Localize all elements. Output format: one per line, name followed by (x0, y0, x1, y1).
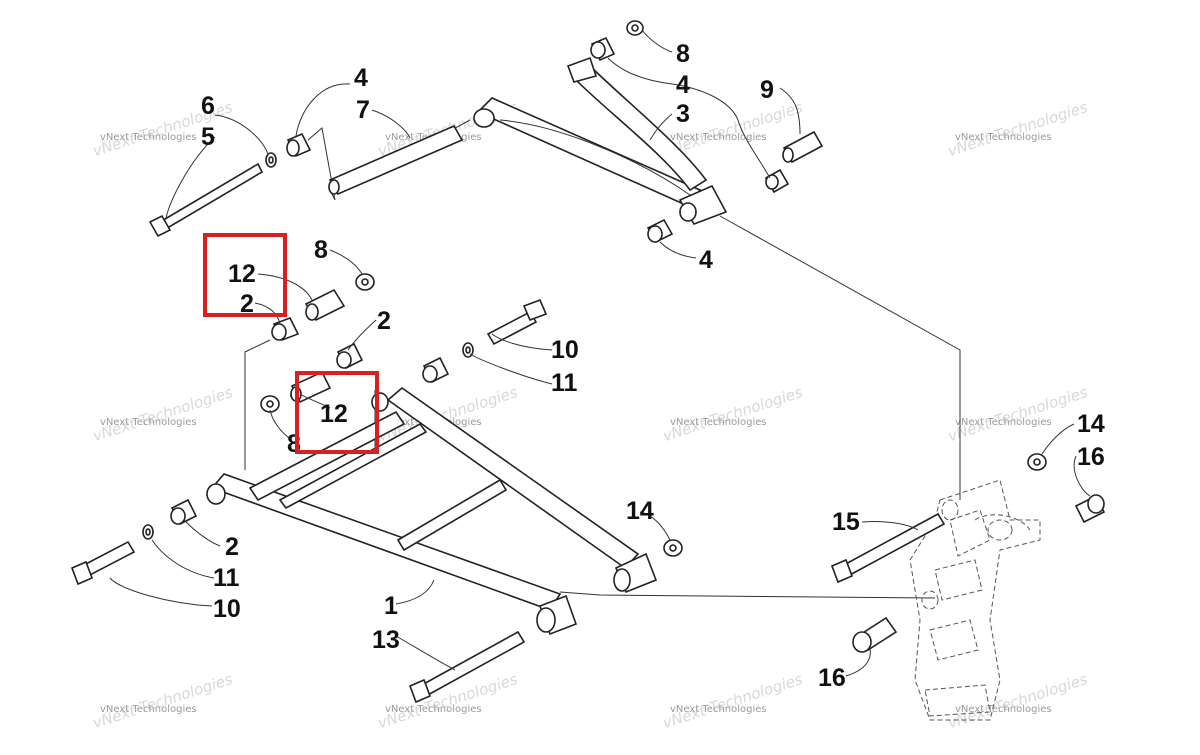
highlight-box (203, 233, 287, 317)
watermark: vNext Technologies vNext Technologies (945, 670, 1090, 732)
watermark: vNext Technologies vNext Technologies (945, 383, 1090, 445)
watermarks: vNext Technologies vNext Technologies vN… (90, 98, 1090, 732)
callout-11: 11 (213, 564, 240, 592)
callout-13: 13 (372, 626, 400, 654)
bolt (486, 310, 538, 346)
watermark-text-small: vNext Technologies (385, 704, 482, 715)
callout-8: 8 (676, 40, 690, 68)
callout-10: 10 (213, 595, 241, 623)
callout-4: 4 (699, 246, 713, 274)
watermark-text-small: vNext Technologies (955, 132, 1052, 143)
callout-9: 9 (760, 76, 774, 104)
upper-hardware (148, 20, 824, 244)
watermark: vNext Technologies vNext Technologies (660, 383, 805, 445)
callout-16: 16 (1077, 443, 1105, 471)
callout-14: 14 (1077, 410, 1105, 438)
lower-a-arm (206, 386, 658, 636)
watermark-text-large: vNext Technologies (90, 383, 235, 445)
watermark: vNext Technologies vNext Technologies (660, 670, 805, 732)
watermark-text-large: vNext Technologies (660, 670, 805, 732)
watermark: vNext Technologies vNext Technologies (945, 98, 1090, 160)
callout-4: 4 (676, 71, 690, 99)
watermark-text-small: vNext Technologies (100, 417, 197, 428)
watermark: vNext Technologies vNext Technologies (90, 383, 235, 445)
callout-1: 1 (384, 592, 398, 620)
callout-8: 8 (314, 236, 328, 264)
watermark-text-large: vNext Technologies (945, 670, 1090, 732)
callout-15: 15 (832, 508, 860, 536)
callout-14: 14 (626, 497, 654, 525)
watermark-text-small: vNext Technologies (670, 132, 767, 143)
watermark-text-large: vNext Technologies (945, 98, 1090, 160)
highlight-boxes (203, 233, 379, 454)
callout-2: 2 (225, 533, 239, 561)
watermark-text-small: vNext Technologies (100, 704, 197, 715)
watermark-text-small: vNext Technologies (955, 704, 1052, 715)
watermark-text-large: vNext Technologies (660, 383, 805, 445)
callout-2: 2 (240, 290, 254, 318)
callout-10: 10 (551, 336, 579, 364)
callout-labels: 8 4 3 9 4 4 6 5 7 8 12 2 2 10 11 12 8 14… (201, 40, 1105, 692)
callout-12: 12 (320, 400, 348, 428)
watermark-text-small: vNext Technologies (100, 132, 197, 143)
bolt (158, 162, 264, 232)
upper-a-arm (473, 56, 728, 225)
leader-lines (109, 29, 1091, 677)
callout-12: 12 (228, 260, 256, 288)
callout-4: 4 (354, 64, 368, 92)
callout-2: 2 (377, 307, 391, 335)
callout-11: 11 (551, 369, 578, 397)
spindle (830, 453, 1106, 721)
highlight-box (295, 371, 379, 454)
callout-5: 5 (201, 123, 215, 151)
callout-6: 6 (201, 92, 215, 120)
callout-7: 7 (356, 96, 370, 124)
watermark-text-small: vNext Technologies (955, 417, 1052, 428)
watermark-text-small: vNext Technologies (670, 417, 767, 428)
callout-16: 16 (818, 664, 846, 692)
watermark-text-small: vNext Technologies (670, 704, 767, 715)
watermark-text-large: vNext Technologies (945, 383, 1090, 445)
watermark: vNext Technologies vNext Technologies (90, 670, 235, 732)
callout-3: 3 (676, 100, 690, 128)
lower-hardware (70, 273, 683, 704)
watermark-text-large: vNext Technologies (90, 670, 235, 732)
